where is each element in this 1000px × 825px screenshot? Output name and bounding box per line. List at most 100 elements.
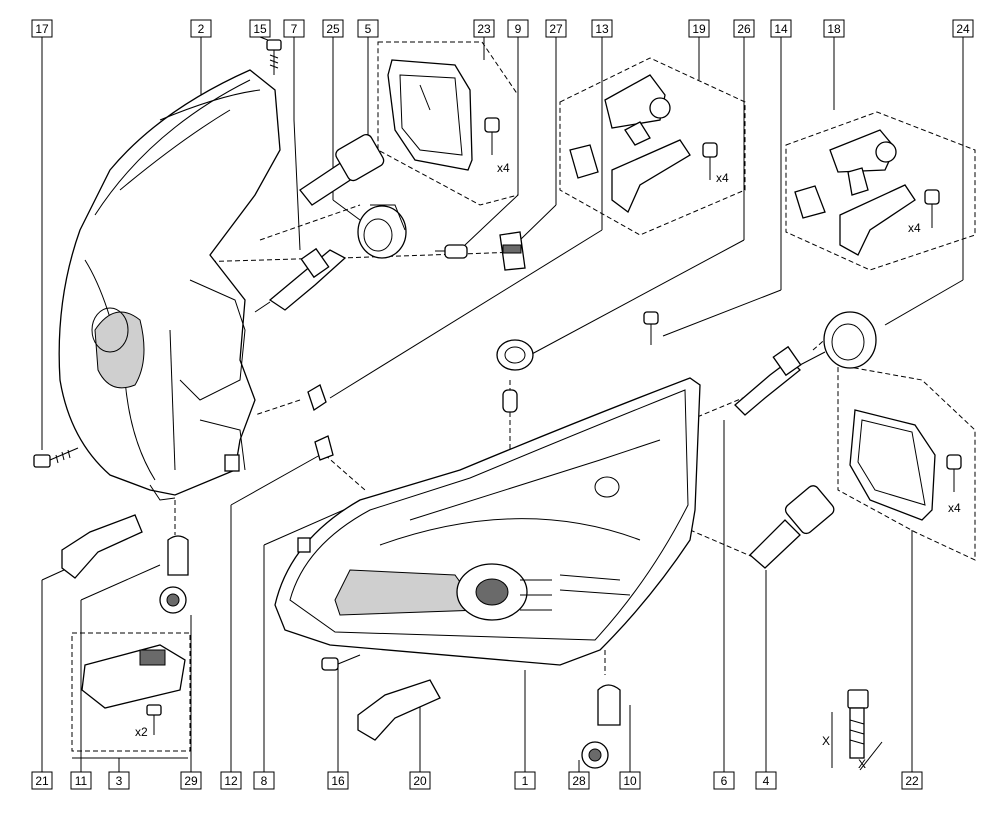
- callout-number: 9: [515, 22, 522, 36]
- callout-box: [180, 771, 202, 790]
- callout-box: [220, 771, 242, 790]
- callout-box: [473, 19, 495, 38]
- holder-28: [581, 741, 609, 769]
- callout-number: 21: [35, 774, 49, 788]
- callout-number: 8: [261, 774, 268, 788]
- callout-25: 25: [322, 19, 344, 38]
- callout-9: 9: [507, 19, 529, 38]
- callout-5: 5: [357, 19, 379, 38]
- callout-box: [70, 771, 92, 790]
- bulb-6-h7: [734, 345, 826, 416]
- callout-number: 27: [549, 22, 563, 36]
- cover-23: [387, 59, 473, 171]
- callout-11: 11: [70, 771, 92, 790]
- callout-26: 26: [733, 19, 755, 38]
- callout-number: 28: [572, 774, 586, 788]
- headlamp-front-unit-1: [274, 377, 701, 666]
- callout-8: 8: [253, 771, 275, 790]
- callout-22: 22: [901, 771, 923, 790]
- callout-box: [688, 19, 710, 38]
- bulb-4-xenon: [749, 485, 835, 569]
- callout-number: 22: [905, 774, 919, 788]
- callout-3: 3: [108, 771, 130, 790]
- callout-number: 23: [477, 22, 491, 36]
- callout-box: [823, 19, 845, 38]
- callout-10: 10: [619, 771, 641, 790]
- screw-14: [643, 311, 659, 345]
- qty-note-19: x4: [716, 171, 729, 185]
- callout-19: 19: [688, 19, 710, 38]
- callout-number: 20: [413, 774, 427, 788]
- callout-box: [283, 19, 305, 38]
- callout-28: 28: [568, 771, 590, 790]
- callout-box: [770, 19, 792, 38]
- qty-note-18: x4: [908, 221, 921, 235]
- cover-22: [849, 409, 936, 521]
- callout-box: [31, 19, 53, 38]
- callout-box: [409, 771, 431, 790]
- callout-number: 29: [184, 774, 198, 788]
- callout-7: 7: [283, 19, 305, 38]
- bulb-7-h7: [254, 247, 347, 313]
- screw-dimension-sketch: X X: [822, 689, 883, 771]
- callout-number: 5: [365, 22, 372, 36]
- callout-number: 7: [291, 22, 298, 36]
- callout-4: 4: [755, 771, 777, 790]
- callout-16: 16: [327, 771, 349, 790]
- clip-13: [307, 384, 327, 412]
- callout-27: 27: [545, 19, 567, 38]
- callout-6: 6: [713, 771, 735, 790]
- callout-21: 21: [31, 771, 53, 790]
- callout-number: 24: [956, 22, 970, 36]
- callout-23: 23: [473, 19, 495, 38]
- callout-number: 13: [595, 22, 609, 36]
- callout-1: 1: [514, 771, 536, 790]
- callout-17: 17: [31, 19, 53, 38]
- bulb-11: [167, 535, 189, 576]
- callout-box: [327, 771, 349, 790]
- callout-number: 17: [35, 22, 49, 36]
- qty-note-22: x4: [948, 501, 961, 515]
- callout-box: [591, 19, 613, 38]
- callout-18: 18: [823, 19, 845, 38]
- leader-lines: [41, 36, 964, 772]
- bulb-10: [597, 684, 621, 726]
- bulb-9: [435, 244, 468, 259]
- holder-27: [499, 231, 526, 271]
- callout-box: [755, 771, 777, 790]
- bulb-5-xenon: [299, 133, 385, 206]
- bulb-26-small: [502, 389, 518, 413]
- screw-17: [33, 447, 79, 468]
- headlamp-rear-housing: [58, 69, 281, 501]
- callout-box: [568, 771, 590, 790]
- callout-20: 20: [409, 771, 431, 790]
- callout-number: 4: [763, 774, 770, 788]
- callout-box: [952, 19, 974, 38]
- connector-21: [61, 514, 143, 579]
- callout-box: [733, 19, 755, 38]
- callout-number: 12: [224, 774, 238, 788]
- callout-box: [901, 771, 923, 790]
- callout-number: 11: [75, 774, 88, 788]
- bracket-kit-18: x4: [794, 129, 940, 256]
- callout-number: 26: [737, 22, 751, 36]
- callout-box: [514, 771, 536, 790]
- callout-box: [619, 771, 641, 790]
- callout-24: 24: [952, 19, 974, 38]
- callout-number: 16: [331, 774, 345, 788]
- callout-number: 25: [326, 22, 340, 36]
- screw-15: [266, 39, 282, 75]
- bracket-kit-19: x4: [569, 74, 729, 214]
- grommet-26: [496, 339, 534, 371]
- callout-number: 2: [198, 22, 205, 36]
- callout-15: 15: [249, 19, 271, 38]
- callout-number: 14: [774, 22, 788, 36]
- callout-box: [190, 19, 212, 38]
- callout-box: [108, 771, 130, 790]
- callout-number: 3: [116, 774, 123, 788]
- kit-outlines: [71, 41, 976, 752]
- callout-box: [31, 771, 53, 790]
- callout-number: 15: [253, 22, 267, 36]
